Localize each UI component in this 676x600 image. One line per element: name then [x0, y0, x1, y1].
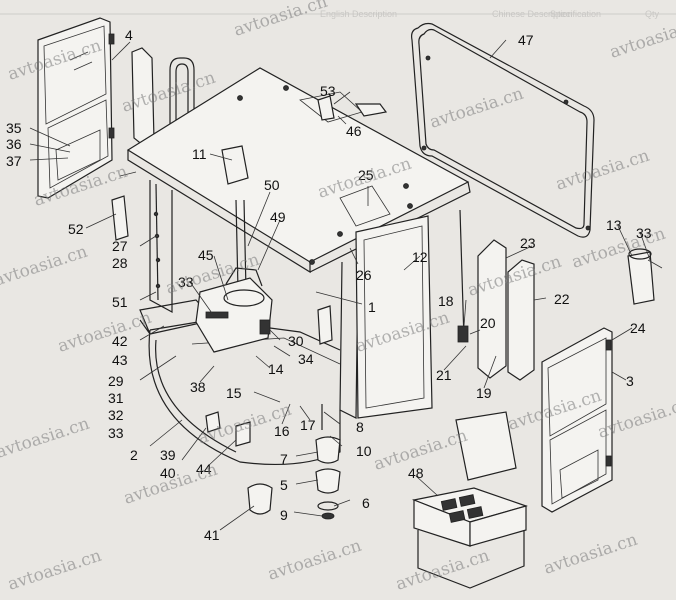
label-48: 47 — [518, 32, 534, 48]
part-23-side-strip — [477, 239, 507, 379]
label-13: 13 — [606, 217, 622, 233]
part-11-mirror — [221, 145, 249, 185]
label-26: 26 — [356, 267, 372, 283]
part-strip-and-handle — [131, 47, 195, 150]
cab-frame — [149, 180, 465, 419]
part-48-window-frame — [411, 22, 595, 238]
label-36: 35 — [6, 120, 22, 136]
label-8: 8 — [356, 419, 364, 435]
faint-header-col4: Qty — [645, 9, 660, 19]
faint-table-header: Chinese Description English Description … — [0, 9, 676, 19]
label-14: 14 — [268, 361, 284, 377]
watermark: avtoasia.cn — [541, 530, 640, 579]
label-1: 1 — [368, 299, 376, 315]
label-32: 32 — [108, 407, 124, 423]
label-16: 16 — [274, 423, 290, 439]
label-10: 10 — [356, 443, 372, 459]
label-29: 29 — [108, 373, 124, 389]
part-47-54-bracket — [317, 95, 388, 121]
parts-5-to-10-mounts — [315, 404, 341, 520]
label-11: 11 — [192, 146, 207, 162]
part-53-light — [111, 171, 137, 241]
part-49-seat — [411, 411, 528, 589]
watermark: avtoasia.cn — [0, 414, 92, 463]
parts-40-45-pedals — [205, 411, 251, 447]
watermark: avtoasia.cn — [427, 84, 526, 133]
part-number-labels: 4 47 35 36 37 11 53 46 25 50 49 52 27 28… — [6, 27, 652, 543]
label-20: 20 — [480, 315, 496, 331]
label-54: 53 — [320, 83, 336, 99]
label-30: 30 — [288, 333, 304, 349]
label-22: 22 — [554, 291, 570, 307]
label-18: 18 — [438, 293, 454, 309]
label-45: 44 — [196, 461, 212, 477]
part-3-right-door — [541, 327, 613, 513]
watermark: avtoasia.cn — [265, 536, 364, 585]
label-41: 40 — [160, 465, 176, 481]
watermark: avtoasia.cn — [553, 146, 652, 195]
label-24: 24 — [630, 320, 646, 336]
label-38: 37 — [6, 153, 22, 169]
label-33-left: 33 — [108, 425, 124, 441]
label-34: 33 — [178, 274, 194, 290]
label-9: 9 — [280, 507, 288, 523]
label-49: 48 — [408, 465, 424, 481]
label-7: 7 — [280, 451, 288, 467]
label-4: 4 — [125, 27, 133, 43]
label-15: 15 — [226, 385, 242, 401]
cab-roof — [126, 67, 471, 274]
faint-header-col2: English Description — [320, 9, 397, 19]
label-25: 25 — [358, 167, 374, 183]
part-13-extinguisher — [627, 248, 663, 305]
label-46: 45 — [198, 247, 214, 263]
part-46-console — [195, 267, 273, 353]
label-37: 36 — [6, 136, 22, 152]
part-42-mount — [247, 483, 273, 515]
label-17: 17 — [300, 417, 316, 433]
watermark: avtoasia.cn — [393, 546, 492, 595]
watermark: avtoasia.cn — [0, 242, 90, 291]
watermark: avtoasia.cn — [231, 0, 330, 41]
label-21: 21 — [436, 367, 452, 383]
label-5: 5 — [280, 477, 288, 493]
faint-header-col1: Chinese Description — [492, 9, 573, 19]
part-18-lock — [457, 325, 469, 343]
label-33-right: 33 — [636, 225, 652, 241]
label-28: 28 — [112, 255, 128, 271]
watermark: avtoasia.cn — [607, 14, 676, 63]
leader-lines — [29, 39, 651, 531]
label-6: 6 — [362, 495, 370, 511]
label-31: 31 — [108, 390, 124, 406]
label-19: 19 — [476, 385, 492, 401]
label-35: 34 — [298, 351, 314, 367]
label-51: 50 — [264, 177, 280, 193]
faint-header-col3: Specification — [550, 9, 601, 19]
part-4-left-door — [37, 17, 115, 199]
part-1-right-mirror — [317, 305, 333, 345]
label-53: 52 — [68, 221, 84, 237]
label-44: 43 — [112, 352, 128, 368]
label-39: 38 — [190, 379, 206, 395]
label-50: 49 — [270, 209, 286, 225]
label-27: 27 — [112, 238, 128, 254]
watermark: avtoasia.cn — [55, 308, 154, 357]
label-47: 46 — [346, 123, 362, 139]
label-52: 51 — [112, 294, 128, 310]
label-40: 39 — [160, 447, 176, 463]
label-3: 3 — [626, 373, 634, 389]
label-2: 2 — [130, 447, 138, 463]
watermark: avtoasia.cn — [5, 546, 104, 595]
label-42: 41 — [204, 527, 220, 543]
label-23: 23 — [520, 235, 536, 251]
label-12: 12 — [412, 249, 428, 265]
label-43: 42 — [112, 333, 128, 349]
part-22-glass — [507, 259, 535, 381]
